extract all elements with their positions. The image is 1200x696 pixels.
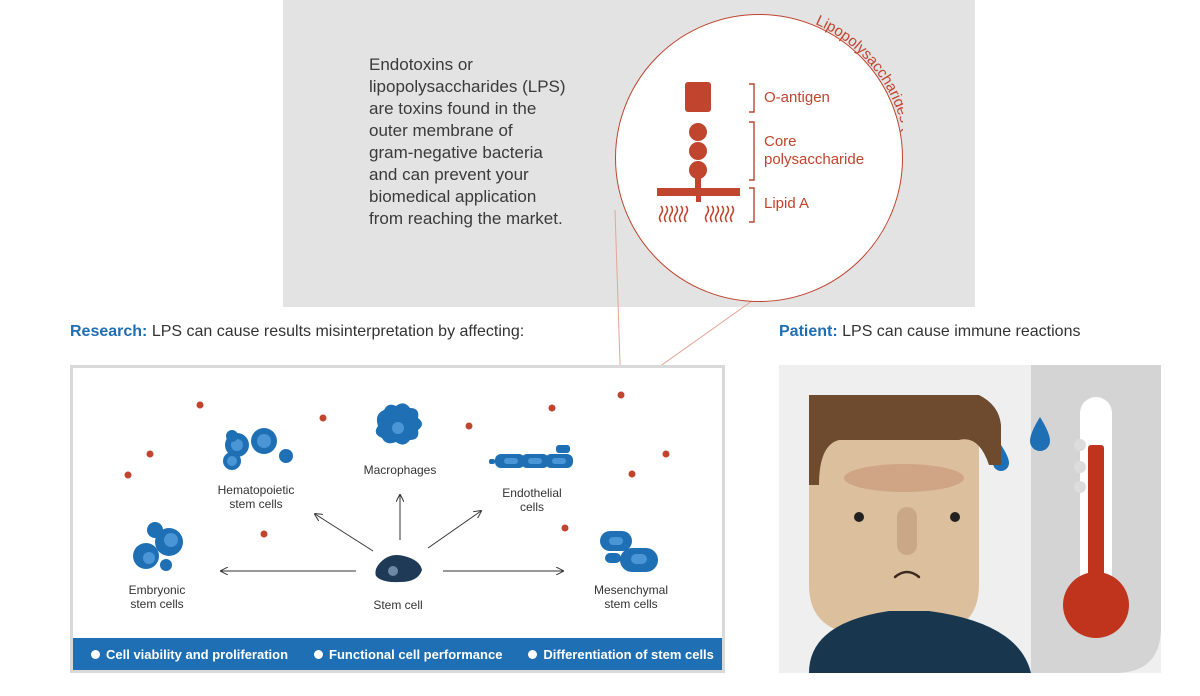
- research-diagram: Hematopoietic stem cells Macrophages End…: [70, 365, 725, 673]
- intro-line: Endotoxins or: [369, 55, 473, 74]
- macrophage-cell-icon: [375, 403, 422, 445]
- lps-dot: [465, 422, 473, 430]
- intro-line: biomedical application: [369, 187, 537, 206]
- lipid-a-bracket: [749, 187, 755, 223]
- intro-line: lipopolysaccharides (LPS): [369, 77, 566, 96]
- lps-zoom-circle: [615, 14, 903, 302]
- intro-line: from reaching the market.: [369, 209, 563, 228]
- research-heading-bold: Research:: [70, 323, 148, 340]
- effect-item: Functional cell performance: [314, 647, 502, 662]
- lipid-a-label: Lipid A: [764, 195, 810, 212]
- lps-dot: [196, 401, 204, 409]
- endothelial-cell-icon: [489, 445, 573, 468]
- research-heading-text: LPS can cause results misinterpretation …: [147, 323, 525, 340]
- macrophages-label: Macrophages: [363, 463, 437, 477]
- lps-dot: [124, 471, 132, 479]
- lps-dot: [561, 524, 569, 532]
- core-sugar: [689, 161, 707, 179]
- intro-line: and can prevent your: [369, 165, 529, 184]
- effects-bar: Cell viability and proliferation Functio…: [73, 638, 722, 670]
- o-antigen-label: O-antigen: [764, 89, 830, 106]
- stem-cell-diagram: [124, 391, 670, 583]
- patient-heading-text: LPS can cause immune reactions: [837, 323, 1081, 340]
- thermometer-icon: [1063, 397, 1129, 638]
- core-label-line1: Core: [764, 133, 797, 150]
- fever-flush: [844, 464, 964, 492]
- mesenchymal-cell-icon: [600, 531, 658, 572]
- hematopoietic-label: Hematopoietic stem cells: [217, 483, 295, 511]
- core-sugar: [689, 123, 707, 141]
- bullet-icon: [91, 649, 100, 659]
- lps-dot: [146, 450, 154, 458]
- lps-dot: [662, 450, 670, 458]
- effect-item: Differentiation of stem cells: [528, 647, 714, 662]
- patient-face-icon: [809, 395, 1031, 673]
- stem-cell-label: Stem cell: [373, 598, 423, 612]
- endothelial-label: Endothelial cells: [502, 486, 562, 514]
- patient-illustration: [779, 365, 1161, 673]
- intro-text: Endotoxins or lipopolysaccharides (LPS) …: [369, 54, 609, 230]
- lps-dots: [124, 391, 670, 538]
- stem-cell-icon: [375, 555, 422, 583]
- patient-heading-bold: Patient:: [779, 323, 838, 340]
- hematopoietic-cell-icon: [223, 428, 293, 470]
- lipid-a-bar: [657, 188, 740, 196]
- intro-line: outer membrane of: [369, 121, 513, 140]
- bullet-icon: [528, 649, 538, 659]
- shirt: [809, 611, 1031, 673]
- lps-molecule-diagram: Lipopolysaccharides (LPS): [657, 14, 903, 223]
- o-antigen-block: [685, 82, 711, 112]
- lps-dot: [548, 404, 556, 412]
- embryonic-label: Embryonic stem cells: [128, 583, 186, 611]
- intro-line: are toxins found in the: [369, 99, 537, 118]
- lps-dot: [319, 414, 327, 422]
- lps-dot: [617, 391, 625, 399]
- core-sugar: [689, 142, 707, 160]
- core-bracket: [749, 121, 755, 181]
- effect-item: Cell viability and proliferation: [91, 647, 288, 662]
- hair: [809, 395, 1001, 485]
- intro-line: gram-negative bacteria: [369, 143, 543, 162]
- mesenchymal-label: Mesenchymal stem cells: [593, 583, 669, 611]
- lps-dot: [260, 530, 268, 538]
- research-heading: Research: LPS can cause results misinter…: [70, 323, 524, 341]
- fatty-acid-chains: [658, 205, 735, 223]
- o-antigen-bracket: [749, 83, 755, 113]
- differentiation-arrows: [221, 495, 563, 571]
- lps-dot: [628, 470, 636, 478]
- sweat-drop-icon: [1030, 417, 1050, 451]
- embryonic-cell-icon: [133, 522, 183, 571]
- core-label-line2: polysaccharide: [764, 151, 865, 168]
- patient-heading: Patient: LPS can cause immune reactions: [779, 323, 1080, 341]
- bullet-icon: [314, 649, 324, 659]
